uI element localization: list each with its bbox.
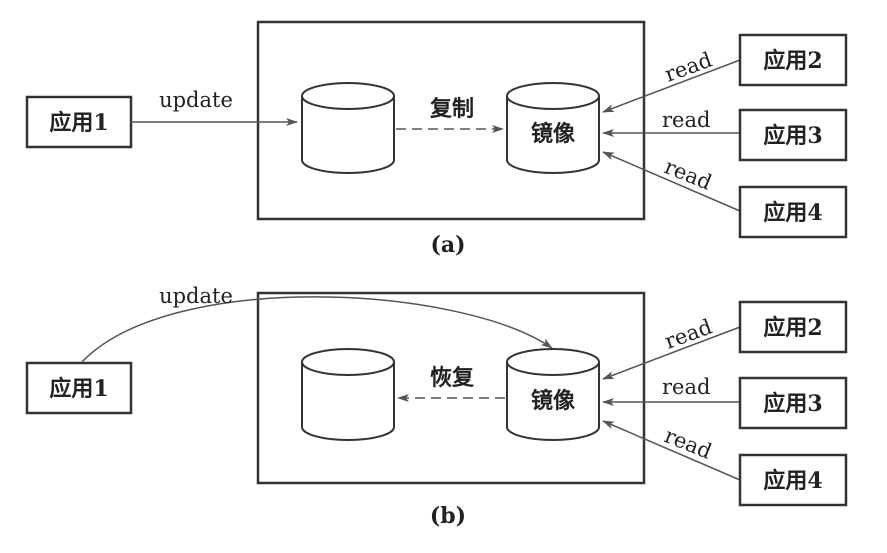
system-box-b <box>256 291 646 485</box>
app3-box-b: 应用3 <box>738 376 848 430</box>
read-arrow-4-a <box>602 151 741 212</box>
app3-box-a: 应用3 <box>738 108 848 162</box>
read-label-3-b: read <box>662 375 710 399</box>
app2-box-b: 应用2 <box>738 300 848 354</box>
read-arrow-2-b <box>602 326 741 380</box>
system-box-a <box>256 20 646 221</box>
mirror-db-cylinder-a: 镜像 <box>506 82 600 174</box>
app4-box-a: 应用4 <box>738 185 848 239</box>
source-db-cylinder-b <box>301 348 395 441</box>
mirror-label-b: 镜像 <box>531 388 576 414</box>
read-label-3-a: read <box>662 108 710 132</box>
mirror-label-a: 镜像 <box>531 121 576 147</box>
panel-a: 应用1 update 复制 镜像 read read read 应用2 <box>25 20 848 258</box>
read-label-2-a: read <box>662 48 716 87</box>
read-label-2-b: read <box>662 315 716 354</box>
app2-label-a: 应用2 <box>763 48 822 74</box>
app2-label-b: 应用2 <box>763 315 822 341</box>
read-arrow-2-a <box>602 59 741 113</box>
app1-box-b: 应用1 <box>25 361 133 415</box>
caption-b: (b) <box>430 503 466 529</box>
mirror-db-cylinder-b: 镜像 <box>506 348 600 441</box>
app1-label-b: 应用1 <box>49 376 108 402</box>
read-arrow-4-b <box>602 420 741 481</box>
copy-label-a: 复制 <box>429 96 474 122</box>
app4-label-b: 应用4 <box>763 468 822 494</box>
update-arrow-b <box>81 296 553 363</box>
app2-box-a: 应用2 <box>738 33 848 87</box>
app4-box-b: 应用4 <box>738 453 848 507</box>
source-db-cylinder-a <box>301 82 395 174</box>
app1-box-a: 应用1 <box>25 95 133 149</box>
update-label-a: update <box>159 88 233 112</box>
app4-label-a: 应用4 <box>763 200 822 226</box>
panel-b: 应用1 update 恢复 镜像 read read read 应用2 <box>25 284 848 529</box>
app1-label-a: 应用1 <box>49 110 108 136</box>
app3-label-a: 应用3 <box>763 123 822 149</box>
app3-label-b: 应用3 <box>763 391 822 417</box>
caption-a: (a) <box>430 232 465 258</box>
update-label-b: update <box>159 284 233 308</box>
restore-label-b: 恢复 <box>430 365 475 391</box>
